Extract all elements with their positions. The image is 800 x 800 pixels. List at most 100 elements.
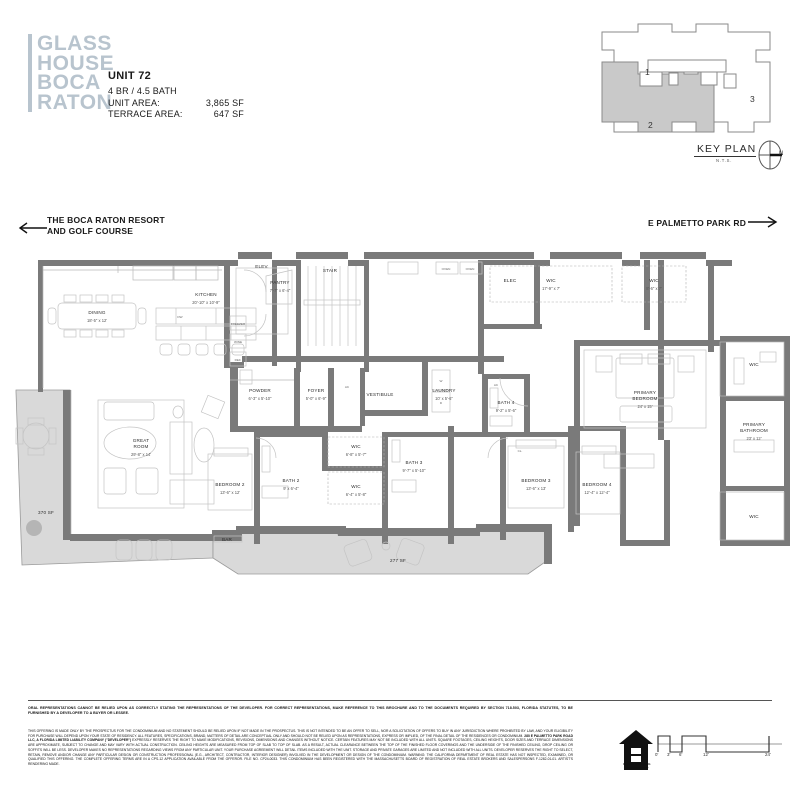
key-plan-unit-1: 1	[645, 67, 650, 77]
closet-tag-cl: CL.	[518, 449, 523, 453]
svg-text:PRIMARY: PRIMARY	[743, 422, 765, 427]
svg-text:9'-2" x 5'-6": 9'-2" x 5'-6"	[496, 408, 517, 413]
svg-text:VESTIBULE: VESTIBULE	[366, 392, 393, 397]
footer-fine-print: THIS OFFERING IS MADE ONLY BY THE PROSPE…	[28, 729, 573, 767]
svg-text:9' x 6'-4": 9' x 6'-4"	[283, 486, 299, 491]
terrace-area-row: TERRACE AREA: 647 SF	[108, 109, 244, 121]
svg-text:BEDROOM 4: BEDROOM 4	[582, 482, 612, 487]
key-plan-unit-3: 3	[750, 94, 755, 104]
arrow-right-icon	[748, 216, 778, 228]
svg-text:29'-8" x 14': 29'-8" x 14'	[131, 452, 151, 457]
fine-print-part-2: EXPRESSLY RESERVES THE RIGHT TO MAKE MOD…	[28, 738, 573, 766]
svg-text:WIC: WIC	[749, 514, 759, 519]
svg-text:DINING: DINING	[88, 310, 106, 315]
svg-text:LAUNDRY: LAUNDRY	[432, 388, 455, 393]
svg-text:POWDER: POWDER	[249, 388, 271, 393]
svg-text:WIC: WIC	[351, 484, 361, 489]
orientation-label-left: THE BOCA RATON RESORT AND GOLF COURSE	[47, 215, 165, 236]
svg-text:ROOM: ROOM	[133, 444, 148, 449]
appliance-tag-oven-1: OVEN	[442, 267, 451, 271]
svg-text:17'-9" x 7': 17'-9" x 7'	[542, 286, 560, 291]
svg-text:20'-10" x 10'-9": 20'-10" x 10'-9"	[192, 300, 220, 305]
svg-text:BATH 2: BATH 2	[283, 478, 300, 483]
svg-text:13'-6" x 13': 13'-6" x 13'	[526, 486, 546, 491]
unit-area-row: UNIT AREA:3,865 SF	[108, 98, 244, 110]
brand-accent-bar	[28, 34, 32, 112]
svg-text:ELEV.: ELEV.	[255, 264, 269, 269]
scale-tick-12: 12'	[703, 752, 709, 757]
svg-text:PANTRY: PANTRY	[270, 280, 289, 285]
svg-text:WIC: WIC	[546, 278, 556, 283]
svg-text:6'-4" x 5'-8": 6'-4" x 5'-8"	[346, 492, 367, 497]
svg-text:6'-3" x 5'-10": 6'-3" x 5'-10"	[249, 396, 272, 401]
brand-line-1: GLASS	[37, 32, 112, 55]
key-plan-title: KEY PLAN	[697, 143, 757, 155]
svg-text:24' x 15': 24' x 15'	[638, 404, 653, 409]
svg-text:GREAT: GREAT	[133, 438, 149, 443]
graphic-scale-bar	[657, 735, 782, 753]
scale-tick-3: 3'	[667, 752, 671, 757]
appliance-tag-oven-2: OVEN	[466, 267, 475, 271]
key-plan-subtitle: N.T.S.	[716, 158, 733, 163]
arrow-left-icon	[18, 222, 47, 234]
brand-line-3: BOCA	[37, 71, 101, 94]
svg-text:BEDROOM: BEDROOM	[632, 396, 657, 401]
svg-text:23' x 12': 23' x 12'	[747, 436, 762, 441]
svg-text:6'-8" x 5'-7": 6'-8" x 5'-7"	[346, 452, 367, 457]
svg-text:WIC: WIC	[749, 362, 759, 367]
key-plan-diagram: 1 2 3	[598, 22, 783, 137]
svg-text:BEDROOM 2: BEDROOM 2	[215, 482, 245, 487]
svg-text:7'-7" x 6'-4": 7'-7" x 6'-4"	[270, 288, 291, 293]
unit-title: UNIT 72	[108, 70, 152, 82]
svg-text:BATH 3: BATH 3	[406, 460, 423, 465]
svg-text:18'-5" x 12': 18'-5" x 12'	[87, 318, 107, 323]
footer-bold-disclaimer: ORAL REPRESENTATIONS CANNOT BE RELIED UP…	[28, 706, 573, 716]
unit-info-block: UNIT 72 4 BR / 4.5 BATH UNIT AREA:3,865 …	[108, 70, 244, 121]
svg-text:BATH 4: BATH 4	[498, 400, 515, 405]
appliance-tag-dryer: D	[440, 401, 443, 405]
scale-tick-0: 0'	[655, 752, 659, 757]
svg-text:BATHROOM: BATHROOM	[740, 428, 768, 433]
eho-caption-line-1: EQUAL HOUSING	[623, 762, 651, 766]
svg-text:STAIR: STAIR	[323, 268, 338, 273]
appliance-tag-dishwasher: DW	[177, 315, 182, 319]
appliance-tag-wine: WINE	[234, 340, 242, 344]
ac-tag-1: AC	[345, 385, 350, 389]
fine-print-part-1: THIS OFFERING IS MADE ONLY BY THE PROSPE…	[28, 729, 573, 738]
svg-text:10' x 5'-6": 10' x 5'-6"	[435, 396, 453, 401]
key-plan-unit-2: 2	[648, 120, 653, 130]
orientation-left-line1: THE BOCA RATON RESORT	[47, 215, 165, 225]
unit-area-label: UNIT AREA:	[108, 97, 160, 108]
svg-text:9'-7" x 5'-10": 9'-7" x 5'-10"	[403, 468, 426, 473]
footer-divider	[28, 700, 772, 701]
floor-plan-drawing: .w{fill:#7a7a7a;stroke:none} .thin{fill:…	[8, 240, 792, 585]
svg-text:13'-6" x 12': 13'-6" x 12'	[220, 490, 240, 495]
room-label-group: DINING 18'-5" x 12' KITCHEN 20'-10" x 10…	[87, 264, 768, 542]
svg-text:BAR: BAR	[222, 537, 233, 542]
brand-logo: GLASS HOUSE BOCA RATON	[28, 32, 115, 114]
equal-housing-opportunity-icon	[619, 730, 653, 770]
appliance-tag-washer: W	[440, 379, 443, 383]
appliance-tag-freezer: FREEZER	[231, 322, 246, 326]
svg-text:BEDROOM 3: BEDROOM 3	[521, 478, 551, 483]
ac-tag-2: AC	[494, 383, 499, 387]
scale-tick-6: 6'	[679, 752, 683, 757]
north-letter: N	[779, 151, 784, 157]
terrace-area-label: TERRACE AREA:	[108, 109, 183, 119]
brand-line-2: HOUSE	[37, 51, 115, 75]
scale-tick-24: 24'	[765, 752, 771, 757]
terrace-area-value: 647 SF	[213, 109, 244, 119]
north-arrow-icon	[758, 140, 782, 170]
svg-text:FOYER: FOYER	[308, 388, 325, 393]
svg-text:8'-6" x 7': 8'-6" x 7'	[646, 286, 662, 291]
svg-text:ELEC: ELEC	[504, 278, 517, 283]
svg-text:5'-0" x 6'-9": 5'-0" x 6'-9"	[306, 396, 327, 401]
equal-housing-caption: EQUAL HOUSING OPPORTUNITY	[614, 762, 660, 770]
svg-text:PRIMARY: PRIMARY	[634, 390, 656, 395]
terrace-area-right: 277 SF	[390, 558, 406, 563]
orientation-left-line2: AND GOLF COURSE	[47, 225, 134, 236]
brand-line-4: RATON	[37, 90, 113, 114]
svg-text:WIC: WIC	[351, 444, 361, 449]
svg-text:WIC: WIC	[649, 278, 659, 283]
